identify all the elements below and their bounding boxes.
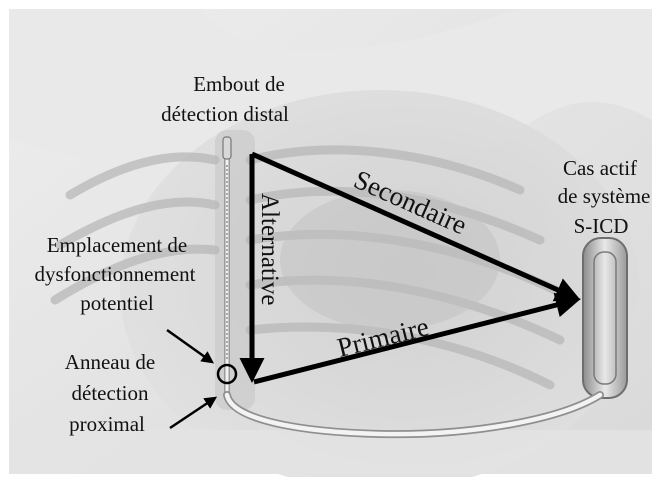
alternative-vector-label: Alternative (256, 193, 283, 305)
failure-site-label-line3: potentiel (80, 291, 154, 315)
active-case-label-line1: Cas actif (563, 156, 637, 180)
failure-site-label-line1: Emplacement de (47, 233, 188, 257)
proximal-ring-label-line3: proximal (69, 412, 145, 436)
s-icd-device (583, 238, 627, 398)
distal-tip-label-line1: Embout de (193, 72, 285, 96)
distal-sensing-tip (223, 137, 231, 159)
active-case-label-line3: S-ICD (574, 214, 629, 238)
proximal-ring-label-line2: détection (72, 381, 149, 405)
lower-torso (9, 430, 652, 474)
distal-tip-label-line2: détection distal (161, 102, 289, 126)
proximal-ring-label-line1: Anneau de (65, 350, 155, 374)
active-case-label-line2: de système (558, 184, 651, 208)
device-can (583, 238, 627, 398)
failure-site-label-line2: dysfonctionnement (35, 262, 196, 286)
